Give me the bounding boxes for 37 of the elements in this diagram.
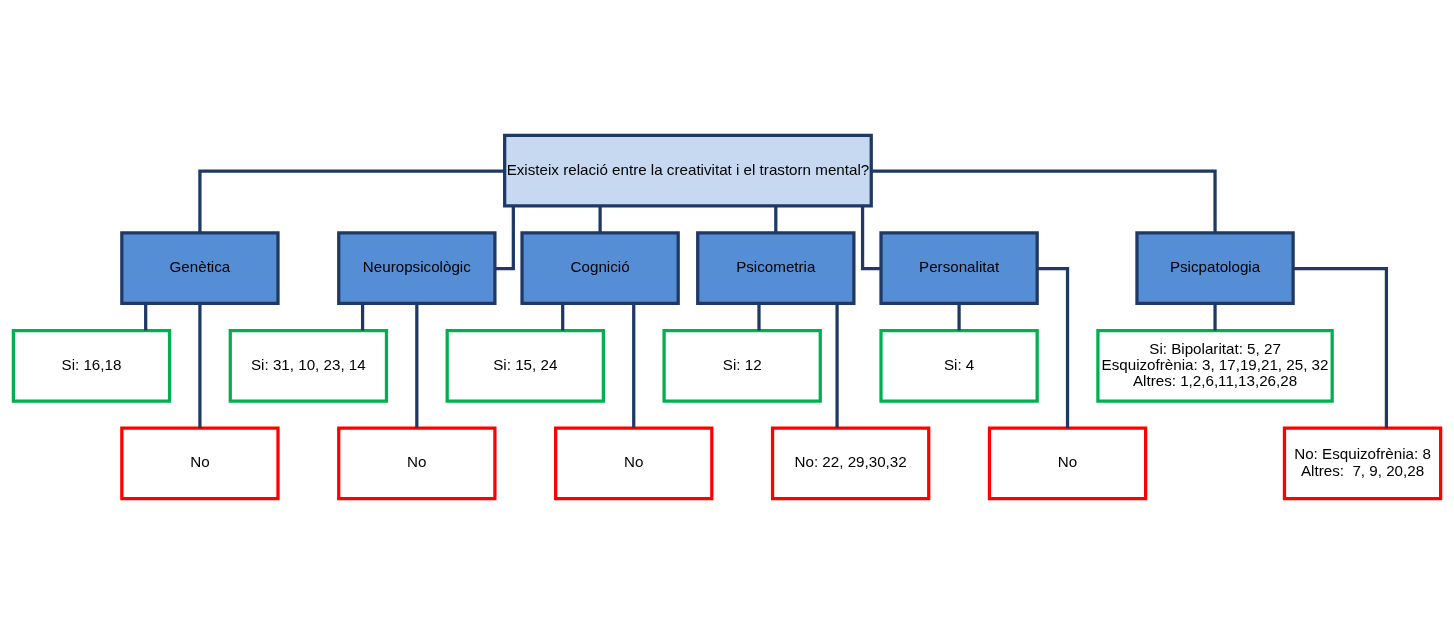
connector	[835, 303, 839, 428]
connector	[1293, 266, 1389, 428]
connector	[598, 205, 602, 233]
node-box: Personalitat	[879, 230, 1039, 305]
connector	[957, 303, 961, 330]
node-box: Genètica	[120, 230, 280, 305]
node-box: No	[987, 426, 1148, 500]
node-box: No	[554, 426, 714, 500]
connector	[144, 303, 148, 330]
node-box: Cognició	[520, 230, 680, 305]
node-box: Neuropsicològic	[337, 230, 497, 305]
connector	[495, 205, 515, 270]
connector	[774, 205, 778, 233]
node-box: No	[337, 426, 497, 500]
connector	[757, 303, 761, 330]
node-box: Si: 16,18	[11, 328, 172, 403]
node-box: Si: 4	[879, 328, 1039, 403]
node-box: Existeix relació entre la creativitat i el trastorn mental?	[503, 133, 873, 207]
connector	[561, 303, 565, 330]
node-box: Psicometria	[696, 230, 856, 305]
connector	[632, 303, 636, 428]
connector	[1037, 266, 1070, 428]
node-box: No	[120, 426, 280, 500]
connector	[198, 169, 505, 233]
connector	[860, 205, 881, 270]
connector	[1213, 303, 1217, 330]
connector	[360, 303, 365, 330]
node-box: Si: Bipolaritat: 5, 27 Esquizofrènia: 3, 17,19,21, 25, 32 Altres: 1,2,6,11,13,26,28	[1096, 328, 1334, 403]
node-box: Si: 15, 24	[445, 328, 605, 403]
node-box: Si: 31, 10, 23, 14	[228, 328, 389, 403]
node-box: No: Esquizofrènia: 8 Altres: 7, 9, 20,28	[1282, 426, 1443, 500]
node-box: No: 22, 29,30,32	[770, 426, 931, 500]
connector	[871, 169, 1217, 233]
node-box: Psicpatologia	[1135, 230, 1295, 305]
node-box: Si: 12	[662, 328, 822, 403]
connector	[415, 303, 419, 428]
connector	[198, 303, 202, 428]
